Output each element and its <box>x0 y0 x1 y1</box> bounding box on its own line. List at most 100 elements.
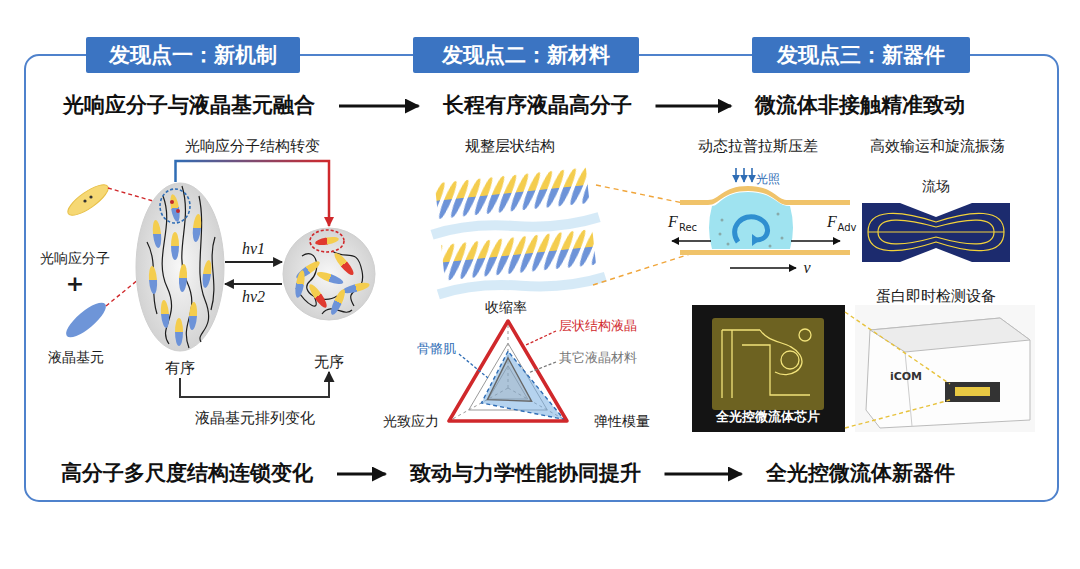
chip-photo <box>742 345 810 395</box>
mesogen <box>178 264 187 292</box>
channel-illustration <box>730 267 796 269</box>
chip-photo <box>692 305 845 432</box>
label-text: 液晶基元 <box>48 349 104 365</box>
summary-text-box: 全光控微流体新器件 <box>742 459 979 488</box>
mesogen <box>169 194 182 223</box>
connector-arrow <box>225 261 282 263</box>
node-text: 发现点二：新材料 <box>442 41 610 69</box>
label-text: 光照 <box>756 173 780 187</box>
label-text: 光致应力 <box>383 413 439 429</box>
connector-arrow <box>337 473 386 476</box>
device-photo <box>845 305 1035 432</box>
channel-illustration <box>672 168 850 268</box>
channel-illustration <box>769 245 772 248</box>
chip-photo <box>799 329 811 341</box>
node-text: 发现点三：新器件 <box>777 41 945 69</box>
label-text: 弹性模量 <box>594 413 650 429</box>
dot <box>176 209 180 213</box>
node-text: 致动与力学性能协同提升 <box>410 461 641 486</box>
flow-field <box>900 203 972 217</box>
polymer-chain <box>147 242 157 314</box>
zoom-leader <box>596 185 683 203</box>
mesogen <box>192 214 203 243</box>
molecule-icons <box>64 180 112 221</box>
highlight-ellipse <box>310 230 344 252</box>
label-text: 蛋白即时检测设备 <box>876 288 996 305</box>
channel-illustration <box>735 217 768 242</box>
molecule-icons <box>89 195 92 198</box>
channel-illustration <box>781 237 784 240</box>
channel-illustration <box>721 219 724 222</box>
device-photo <box>870 318 1030 352</box>
label-text: F <box>827 213 837 231</box>
highlight-ellipse <box>160 189 190 223</box>
edge-label: hv2 <box>240 288 267 306</box>
summary-text-box: 光响应分子与液晶基元融合 <box>39 91 339 120</box>
blob-shape <box>283 228 375 320</box>
label-text: 其它液晶材料 <box>559 351 637 366</box>
chip-photo <box>712 318 824 410</box>
radar-chart <box>528 362 556 373</box>
flow-field <box>868 231 1004 232</box>
radar-chart <box>449 321 567 421</box>
label-text: Rec <box>679 222 697 234</box>
device-photo <box>845 312 950 428</box>
mesogen <box>175 318 183 346</box>
flow-field <box>862 203 1010 262</box>
mesogen <box>171 232 179 260</box>
flow-field <box>868 213 1004 250</box>
channel-illustration <box>719 213 784 248</box>
blob-outline <box>135 182 225 352</box>
device-photo <box>955 387 990 396</box>
blob-shape <box>136 183 224 351</box>
zoom-leader <box>593 254 690 285</box>
label-text: Adv <box>838 222 857 234</box>
mesogen <box>315 269 344 286</box>
edge-label: 液晶基元排列变化 <box>193 410 317 427</box>
connector-arrow <box>656 105 732 108</box>
chip-photo <box>722 329 811 398</box>
channel-illustration <box>672 241 840 268</box>
channel-illustration <box>680 250 850 255</box>
channel-illustration <box>751 168 753 182</box>
radar-chart <box>449 321 567 421</box>
chip-photo <box>692 305 845 432</box>
label-text: 光响应分子 <box>40 250 110 266</box>
layered-structure <box>426 161 606 298</box>
channel-illustration <box>777 213 780 216</box>
molecule-icons <box>61 297 110 342</box>
node-text: 有序 <box>135 359 225 379</box>
label-text: 动态拉普拉斯压差 <box>698 138 818 155</box>
molecule-icons <box>83 199 86 202</box>
radar-chart <box>449 321 567 421</box>
label-text: 全光控微流体芯片 <box>716 410 820 425</box>
channel-illustration <box>680 186 850 205</box>
device-photo <box>845 400 950 428</box>
label-text: v <box>803 259 810 277</box>
label-text: 流场 <box>922 178 950 194</box>
polymer-chain <box>296 251 363 314</box>
flow-field <box>868 213 1004 250</box>
node-text: 微流体非接触精准致动 <box>755 93 965 118</box>
polymer-chain <box>147 186 215 348</box>
mesogen <box>315 235 340 246</box>
label-text: 高效输运和旋流振荡 <box>870 138 1005 155</box>
device-photo <box>866 318 1030 428</box>
device-photo <box>945 382 1000 402</box>
molecule-icons <box>108 188 160 203</box>
edge-label: hv1 <box>240 240 267 258</box>
summary-text-box: 致动与力学性能协同提升 <box>386 459 665 488</box>
device-photo <box>905 352 912 426</box>
structure-blob: 无序 <box>282 226 376 372</box>
section-tab: 发现点一：新机制 <box>86 37 300 73</box>
node-text: 光响应分子与液晶基元融合 <box>63 93 315 118</box>
radar-chart <box>526 331 556 345</box>
summary-text-box: 高分子多尺度结构连锁变化 <box>37 459 337 488</box>
polymer-chain <box>211 237 215 310</box>
mesogen <box>328 288 347 317</box>
summary-text-box: 微流体非接触精准致动 <box>731 91 989 120</box>
chip-photo <box>722 330 802 398</box>
flow-field <box>862 203 1010 262</box>
connector-arrow <box>180 372 329 397</box>
channel-illustration <box>743 168 745 182</box>
